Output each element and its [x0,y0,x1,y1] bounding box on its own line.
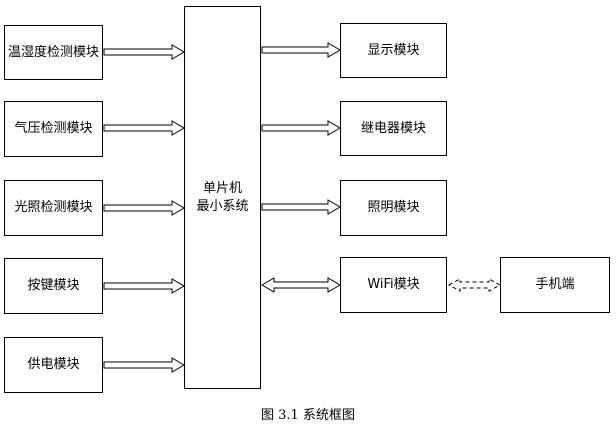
arrow-button-to-mcu [103,278,185,294]
mcu-label-line2: 最小系统 [196,198,249,214]
air-pressure-module-box: 气压检测模块 [4,101,103,157]
power-module-label: 供电模块 [27,357,80,372]
temp-humidity-module-box: 温湿度检测模块 [4,25,103,80]
arrow-mcu-to-display [261,42,341,58]
wifi-module-label: WiFi模块 [367,277,420,292]
temp-humidity-module-label: 温湿度检测模块 [7,44,99,60]
light-detect-module-box: 光照检测模块 [4,180,103,236]
arrow-power-to-mcu [103,357,185,373]
lighting-module-label: 照明模块 [367,200,420,215]
display-module-box: 显示模块 [340,23,447,78]
arrow-wifi-phone-wireless [447,278,502,292]
arrow-air-pressure-to-mcu [103,120,185,136]
relay-module-box: 继电器模块 [340,101,447,156]
wifi-module-box: WiFi模块 [340,257,447,313]
arrow-mcu-to-relay [261,120,341,136]
display-module-label: 显示模块 [367,42,420,58]
arrow-mcu-to-lighting [261,199,341,215]
arrow-mcu-wifi-bidirectional [261,277,341,293]
light-detect-module-label: 光照检测模块 [14,200,93,215]
power-module-box: 供电模块 [4,337,103,393]
air-pressure-module-label: 气压检测模块 [14,121,93,136]
phone-label: 手机端 [535,277,575,292]
lighting-module-box: 照明模块 [340,180,447,236]
relay-module-label: 继电器模块 [360,120,426,136]
mcu-label-line1: 单片机 [202,180,242,196]
mcu-minimum-system-box: 单片机 最小系统 [184,6,261,389]
button-module-box: 按键模块 [4,258,103,314]
arrow-temp-humidity-to-mcu [103,44,185,60]
figure-caption: 图 3.1 系统框图 [261,408,355,423]
arrow-light-to-mcu [103,200,185,216]
button-module-label: 按键模块 [27,278,80,293]
phone-box: 手机端 [500,257,610,313]
